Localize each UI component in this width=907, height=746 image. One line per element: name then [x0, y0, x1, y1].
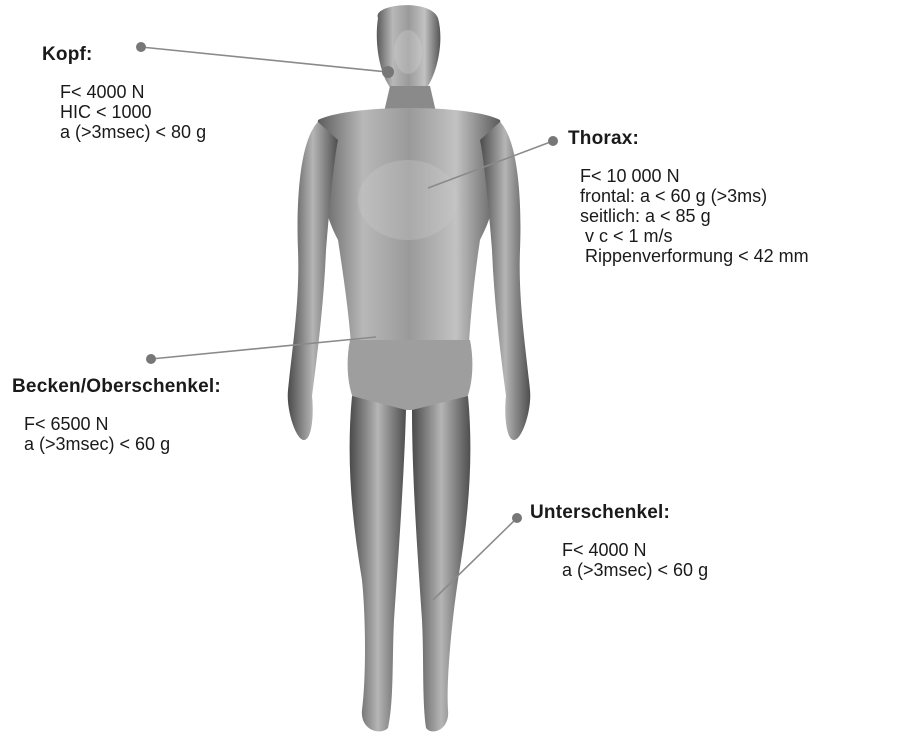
- label-thorax-line: F< 10 000 N: [580, 166, 809, 186]
- label-thorax-line: v c < 1 m/s: [580, 226, 809, 246]
- label-becken-line: a (>3msec) < 60 g: [24, 434, 221, 454]
- label-kopf: Kopf: F< 4000 N HIC < 1000 a (>3msec) < …: [42, 44, 206, 142]
- label-unterschenkel-title: Unterschenkel:: [530, 502, 708, 524]
- label-becken-title: Becken/Oberschenkel:: [12, 376, 221, 398]
- label-becken-line: F< 6500 N: [24, 414, 221, 434]
- label-thorax-line: frontal: a < 60 g (>3ms): [580, 186, 809, 206]
- label-thorax-line: Rippenverformung < 42 mm: [580, 246, 809, 266]
- leader-becken: [146, 337, 376, 364]
- label-thorax: Thorax: F< 10 000 N frontal: a < 60 g (>…: [568, 128, 809, 266]
- label-unterschenkel: Unterschenkel: F< 4000 N a (>3msec) < 60…: [530, 502, 708, 580]
- label-unterschenkel-line: F< 4000 N: [562, 540, 708, 560]
- label-becken: Becken/Oberschenkel: F< 6500 N a (>3msec…: [12, 376, 221, 454]
- label-kopf-line: HIC < 1000: [60, 102, 206, 122]
- label-kopf-line: F< 4000 N: [60, 82, 206, 102]
- label-thorax-title: Thorax:: [568, 128, 809, 150]
- label-thorax-line: seitlich: a < 85 g: [580, 206, 809, 226]
- label-unterschenkel-line: a (>3msec) < 60 g: [562, 560, 708, 580]
- label-kopf-line: a (>3msec) < 80 g: [60, 122, 206, 142]
- human-body-figure: [288, 5, 531, 731]
- label-kopf-title: Kopf:: [42, 44, 206, 66]
